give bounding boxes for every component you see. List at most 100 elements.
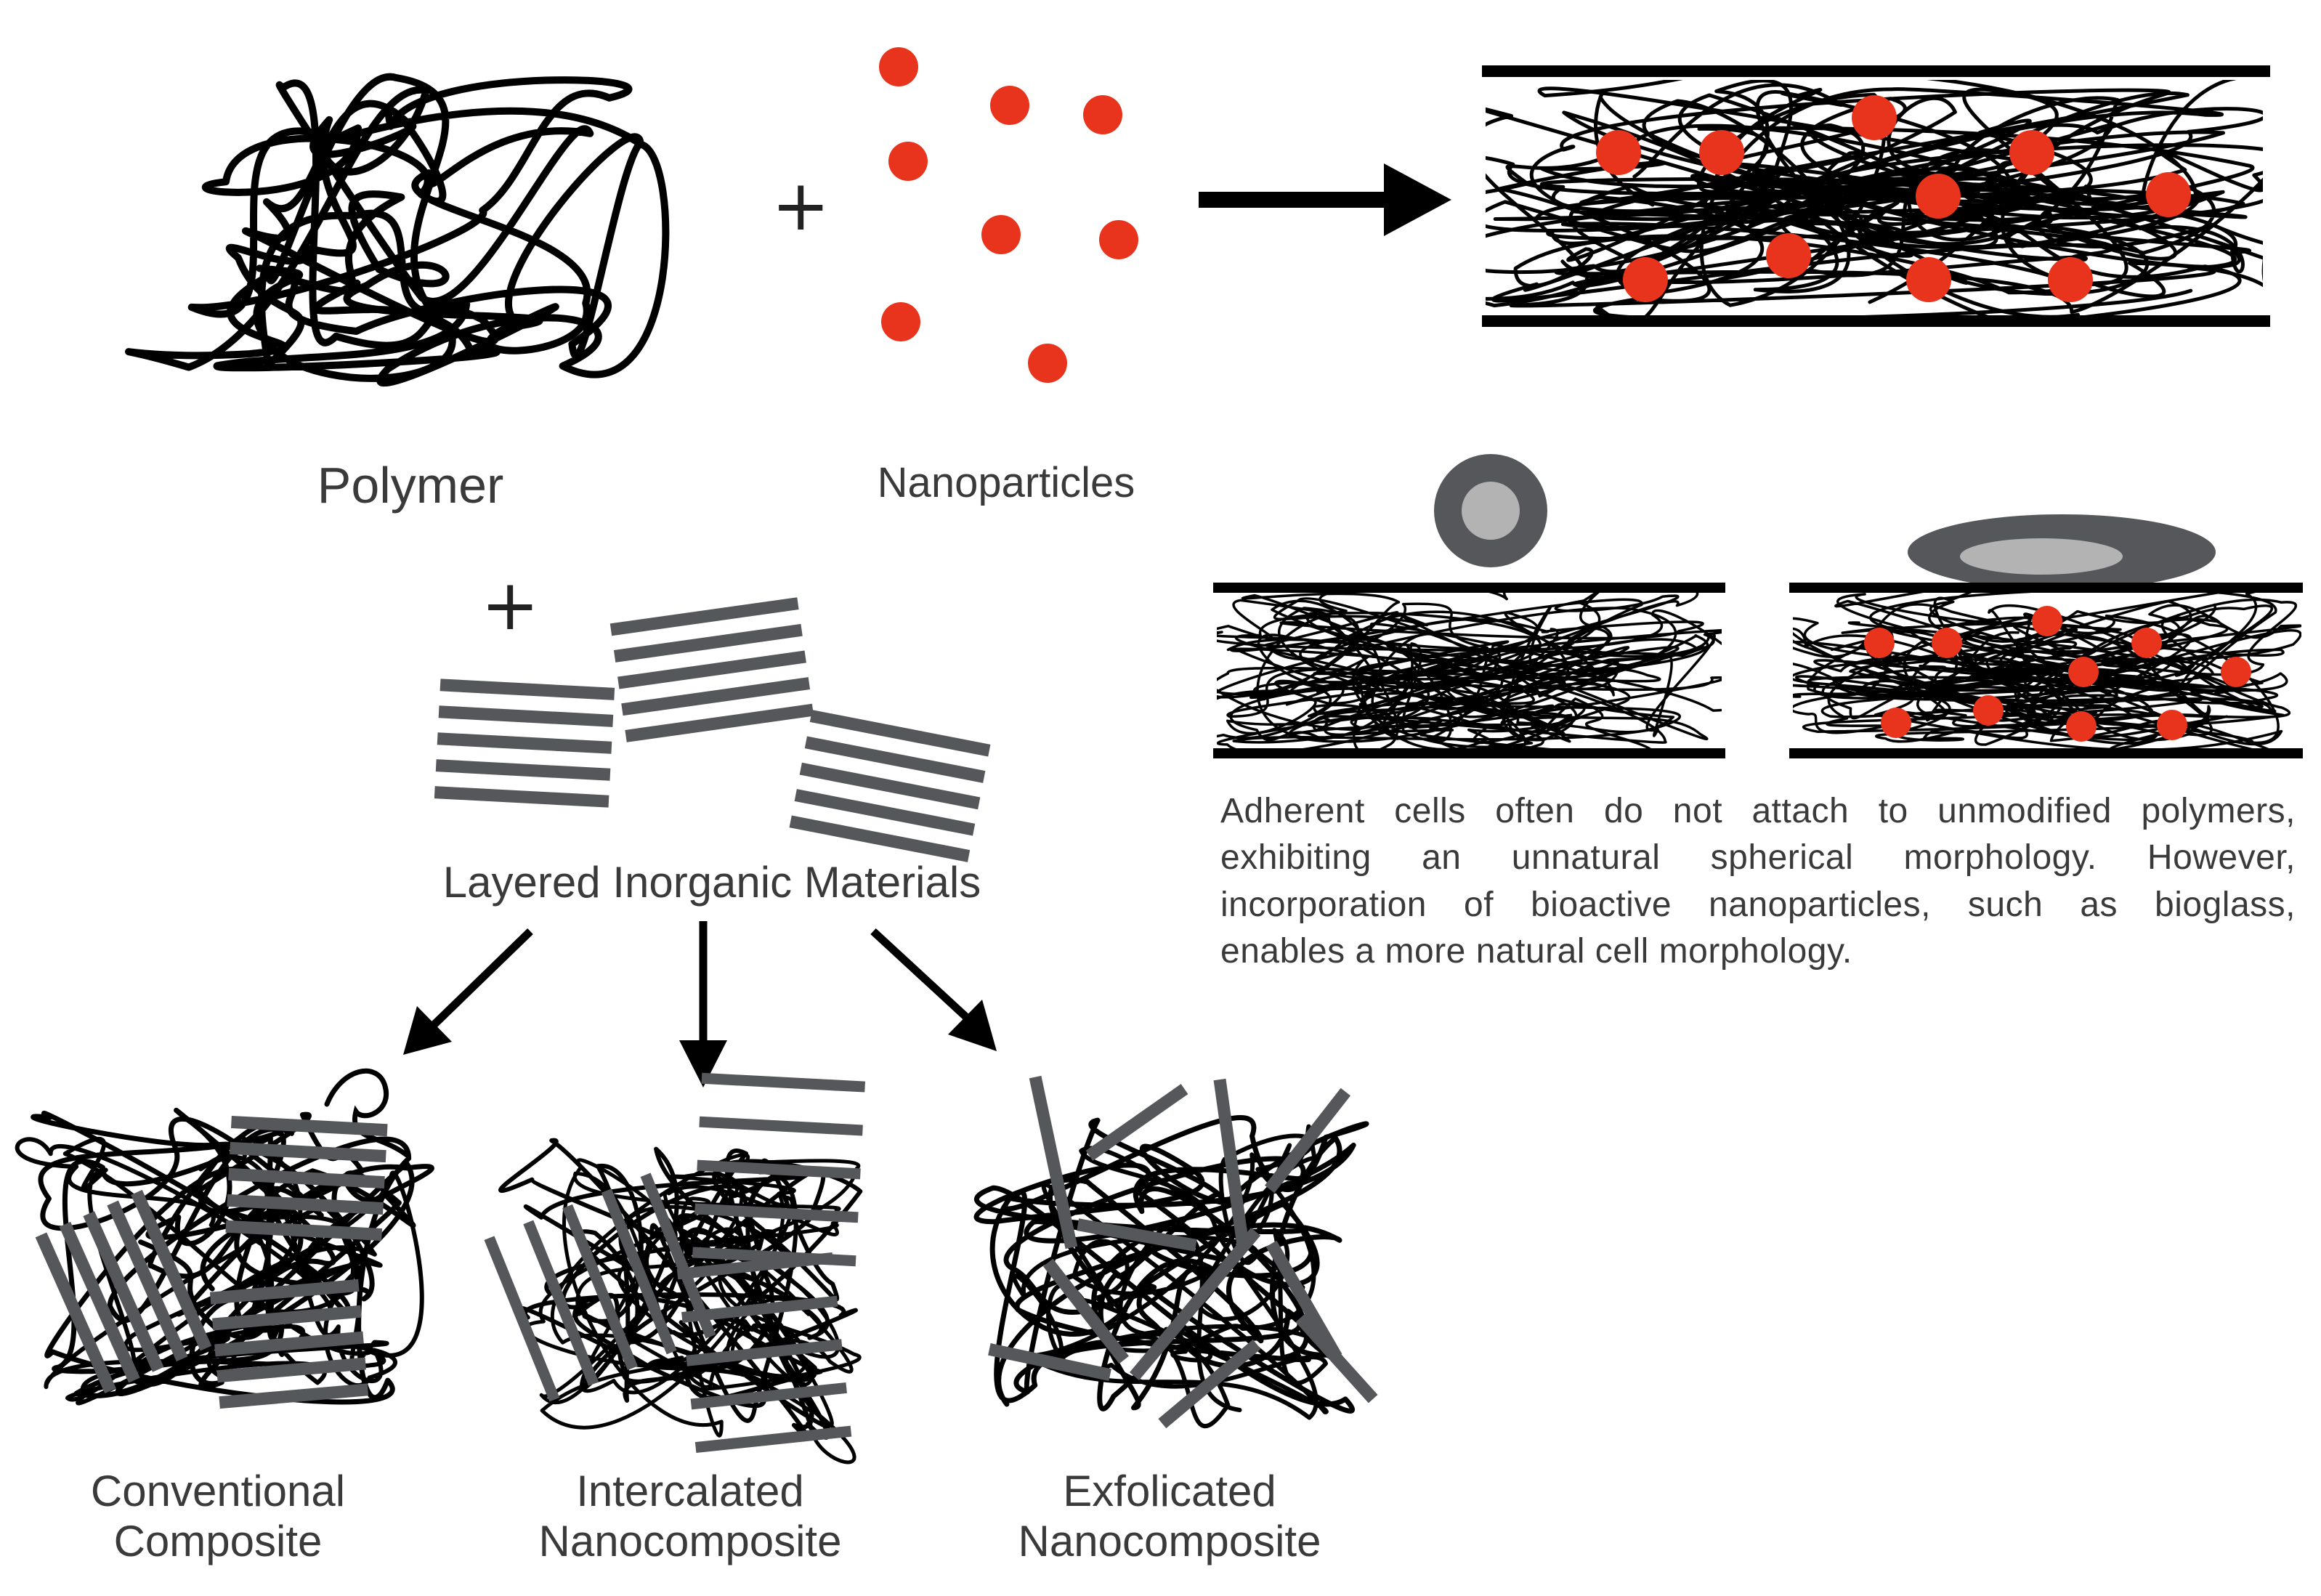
nanoparticles-label: Nanoparticles <box>877 459 1135 506</box>
exfoliated-nanocomposite-label: Exfolicated Nanocomposite <box>981 1466 1358 1566</box>
layer-sheet <box>789 815 971 862</box>
layer-sheet <box>1029 1075 1078 1249</box>
layer-sheet <box>209 1279 360 1305</box>
polymer-chain <box>1793 603 2285 748</box>
layer-sheet <box>690 1382 847 1410</box>
layer-sheet <box>435 759 611 781</box>
nanoparticle-dot <box>2131 628 2162 658</box>
plain-polymer-matrix <box>1217 592 1722 748</box>
nanoparticle-dot <box>990 86 1029 125</box>
layer-sheet <box>523 1220 599 1386</box>
nanoparticle-dot <box>2146 172 2191 217</box>
polymer-coil-icon <box>125 73 670 387</box>
layer-sheet <box>697 1159 861 1180</box>
cell-nucleus-icon <box>1462 482 1520 540</box>
layer-sheet <box>804 736 986 783</box>
layer-stack <box>789 710 991 862</box>
layer-sheet <box>699 1116 863 1136</box>
nanoparticle-dot <box>1864 628 1895 658</box>
layer-sheet <box>227 1194 384 1215</box>
layer-sheet <box>809 710 991 757</box>
nanoparticles-icon <box>879 47 1138 383</box>
caption-line: enables a more natural cell morphology. <box>1220 931 1852 971</box>
layer-sheet <box>988 1343 1111 1381</box>
caption-text: Adherent cells often do not attach to un… <box>1220 788 2296 975</box>
layer-sheet <box>214 1331 364 1357</box>
intercalated-nanocomposite-label: Intercalated Nanocomposite <box>501 1466 879 1566</box>
layer-sheet <box>437 732 612 754</box>
layer-sheet-group <box>1264 1087 1351 1194</box>
nanoparticle-dot <box>1852 95 1897 140</box>
layer-sheet-group <box>1077 1218 1197 1252</box>
caption-line: Adherent cells often do not attach to un… <box>1220 792 2296 830</box>
layer-sheet <box>484 1236 560 1402</box>
layer-stack <box>484 1172 716 1402</box>
nanoparticle-dot <box>881 302 920 341</box>
layer-sheet <box>59 1221 140 1383</box>
layer-sheet <box>609 597 799 636</box>
intercalated-nanocomposite-icon <box>484 1072 866 1465</box>
label-line-1: Intercalated <box>576 1467 804 1515</box>
layer-sheet-group <box>1213 1078 1249 1247</box>
layer-sheet <box>1129 1227 1261 1381</box>
nanoparticle-dot <box>1099 220 1138 259</box>
layer-sheet <box>799 762 981 810</box>
layer-sheet-group <box>1158 1339 1261 1429</box>
layer-sheet <box>219 1383 369 1409</box>
layered-materials-icon <box>434 597 991 862</box>
nanoparticle-dot <box>879 47 918 86</box>
layer-sheet <box>434 786 609 808</box>
layer-sheet <box>1085 1084 1188 1161</box>
layer-sheet <box>676 1252 834 1280</box>
plus-icon: + <box>481 564 540 646</box>
nanoparticle-dot <box>2032 606 2062 636</box>
layer-sheet <box>617 650 806 689</box>
layer-stack <box>225 1115 388 1241</box>
layer-stack <box>609 597 814 742</box>
film-nanoparticles <box>1596 95 2191 302</box>
layer-stack <box>434 678 615 808</box>
layer-sheet <box>35 1232 116 1394</box>
layer-sheet <box>131 1189 212 1351</box>
exfoliated-nanocomposite-icon <box>973 1075 1378 1429</box>
layer-sheet <box>212 1305 362 1331</box>
modified-polymer-panel <box>1789 514 2303 758</box>
nanoparticle-dot <box>1596 130 1641 175</box>
caption-line: incorporation of bioactive nanoparticles… <box>1220 885 2296 924</box>
layer-sheet-group <box>1265 1240 1342 1361</box>
layer-sheet <box>686 1339 843 1366</box>
cell-nucleus-icon <box>1960 538 2123 575</box>
layer-sheet <box>1077 1218 1197 1252</box>
layer-stack <box>209 1279 369 1409</box>
layer-sheet <box>216 1357 366 1383</box>
nanoparticle-dot <box>1028 344 1067 383</box>
layer-sheet-group <box>988 1343 1111 1381</box>
layer-sheet-group <box>1042 1258 1130 1364</box>
nanoparticle-dot <box>1906 257 1951 302</box>
layer-sheet <box>230 1141 386 1163</box>
layered-materials-label: Layered Inorganic Materials <box>442 858 981 907</box>
polymer-chain <box>1217 592 1722 748</box>
layer-sheet <box>601 1188 677 1355</box>
layer-stack <box>676 1252 852 1454</box>
layer-sheet <box>794 789 976 836</box>
layer-sheet-group <box>1085 1084 1188 1161</box>
polymer-chain <box>1217 604 1704 748</box>
nanoparticle-dot <box>2048 257 2093 302</box>
layer-sheet-group <box>1295 1313 1378 1403</box>
bioactive-polymer-matrix <box>1793 592 2301 748</box>
layer-sheet <box>701 1072 866 1093</box>
polymer-chain <box>523 1153 862 1465</box>
polymer-chain <box>125 73 670 387</box>
film-polymer-matrix <box>1486 80 2263 316</box>
nanoparticle-dot <box>888 142 928 181</box>
layer-sheet <box>228 1167 385 1189</box>
layer-sheet <box>621 677 811 716</box>
layer-sheet <box>1158 1339 1261 1429</box>
label-line-1: Conventional <box>90 1467 346 1515</box>
layer-sheet-group <box>1129 1227 1261 1381</box>
layer-sheet <box>230 1115 388 1137</box>
label-line-1: Exfolicated <box>1063 1467 1276 1515</box>
